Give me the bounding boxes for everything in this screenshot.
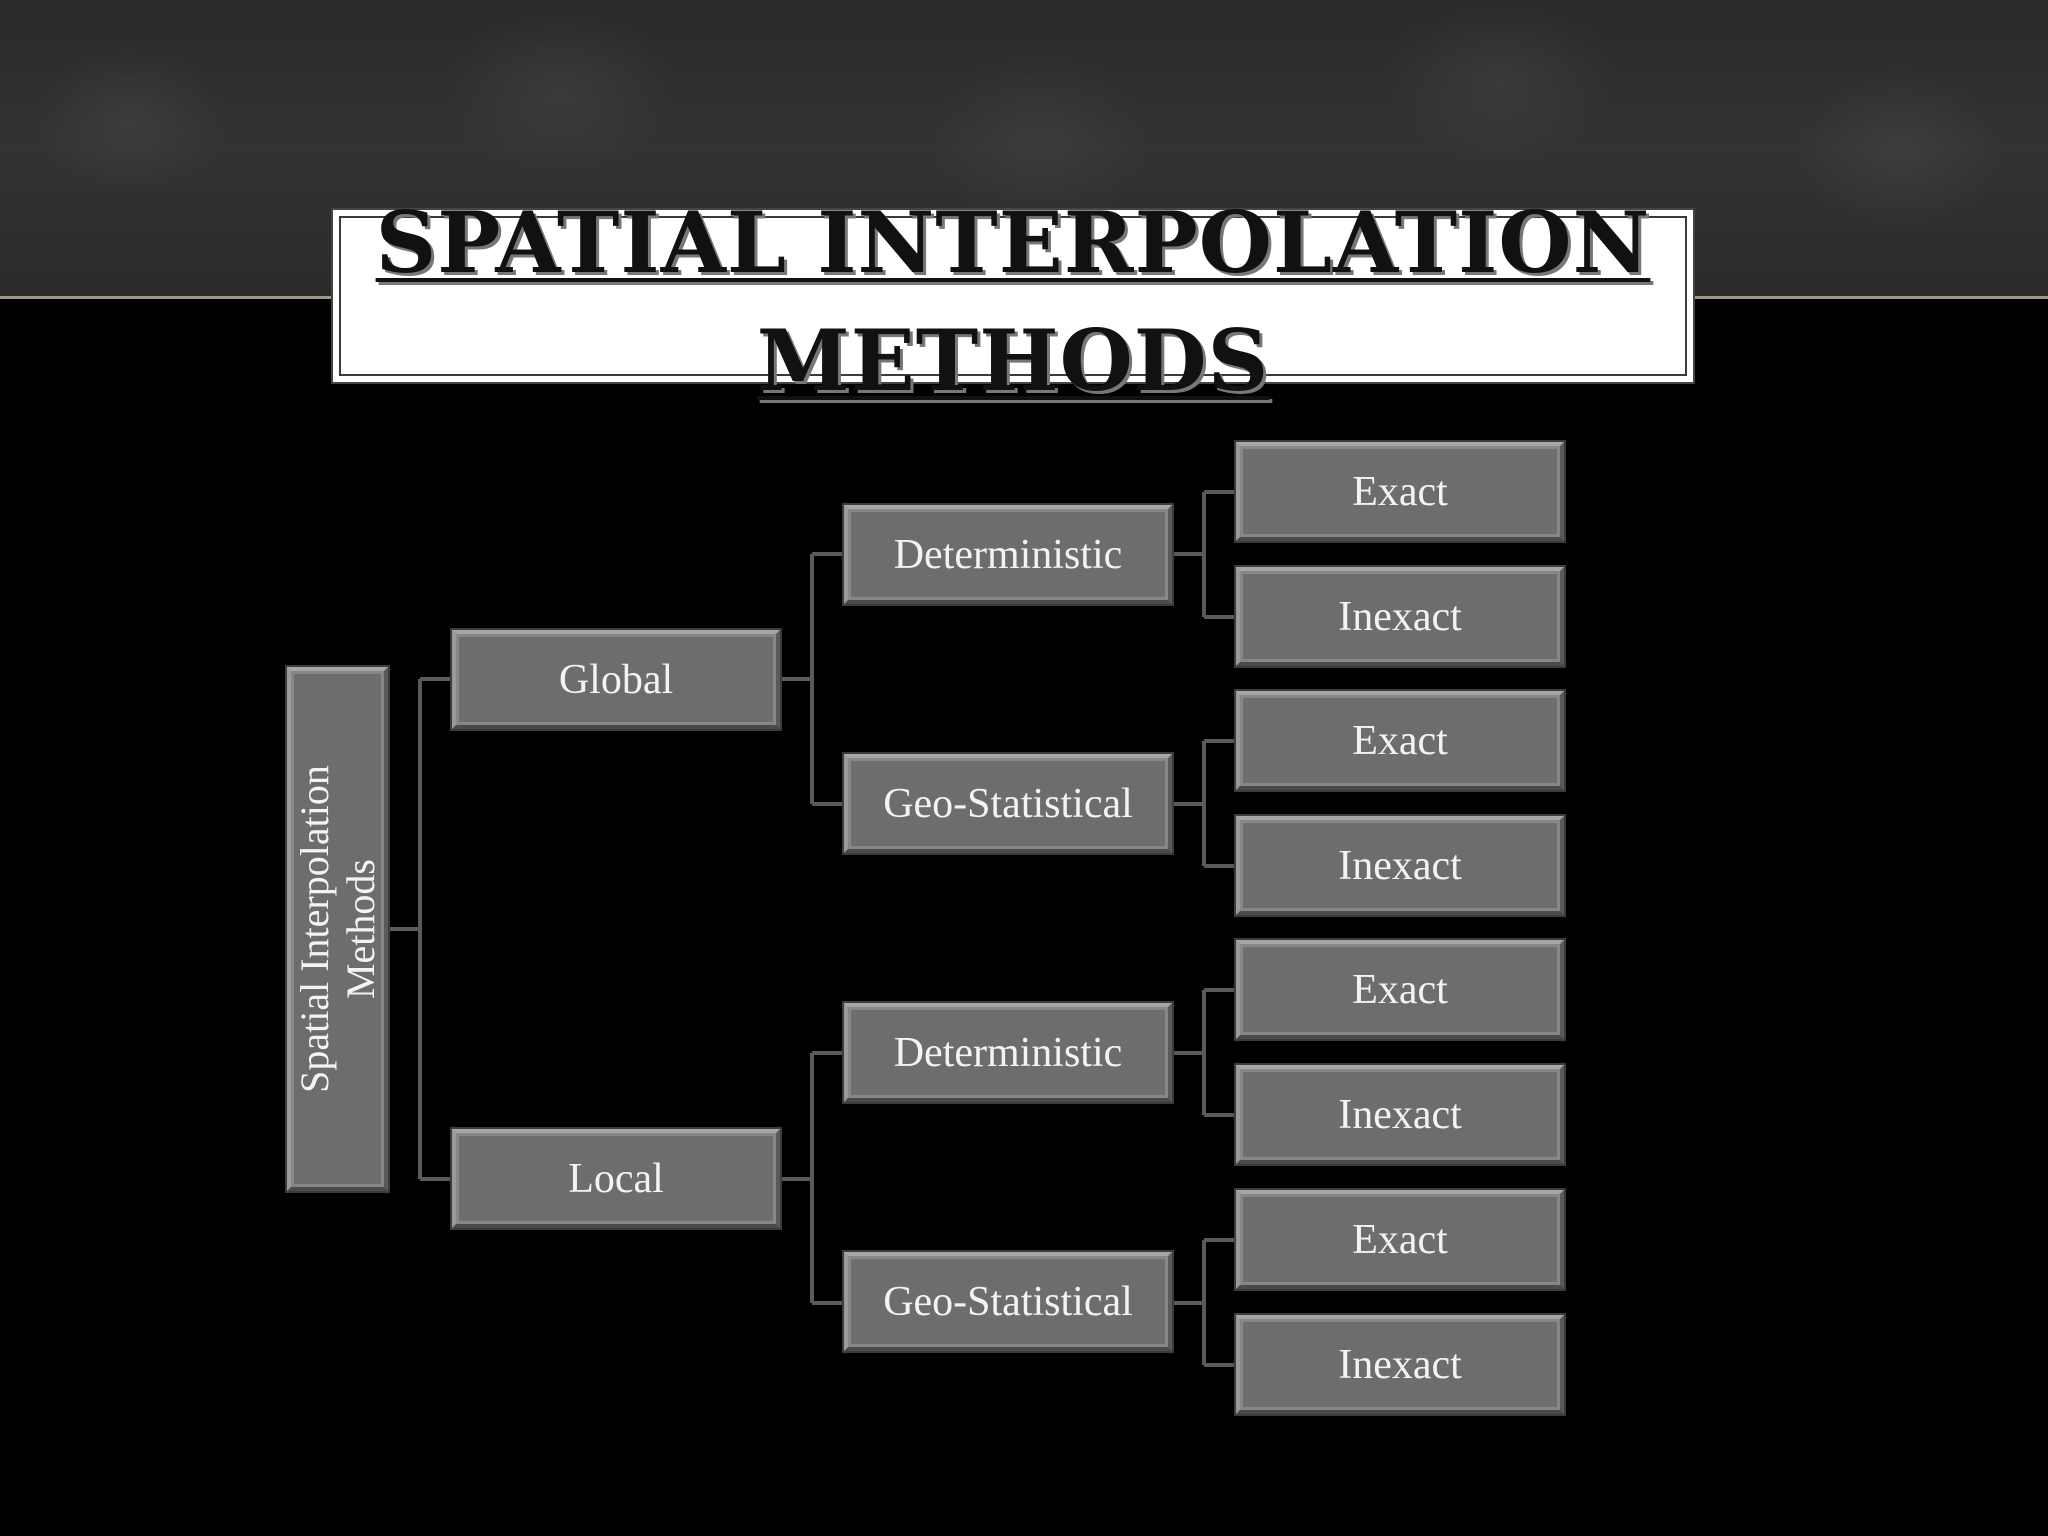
leaf-label: Inexact xyxy=(1338,1341,1462,1388)
root-label-line2: Methods xyxy=(337,859,383,1000)
title-box xyxy=(333,210,1693,382)
root-label-line1: Spatial Interpolation xyxy=(291,765,337,1093)
leaf-local-deterministic-exact: Exact xyxy=(1236,940,1564,1039)
node-local-deterministic: Deterministic xyxy=(844,1003,1172,1102)
connector-global-deterministic xyxy=(1172,490,1236,619)
node-local: Local xyxy=(452,1129,780,1228)
leaf-global-deterministic-exact: Exact xyxy=(1236,442,1564,541)
node-local-geostatistical-label: Geo-Statistical xyxy=(883,1278,1133,1325)
node-global-label: Global xyxy=(558,656,674,703)
node-global-deterministic: Deterministic xyxy=(844,505,1172,604)
connector-global xyxy=(780,552,844,806)
connector-local xyxy=(780,1051,844,1305)
leaf-local-deterministic-inexact: Inexact xyxy=(1236,1065,1564,1164)
connector-local-geostatistical xyxy=(1172,1238,1236,1367)
node-global-geostatistical: Geo-Statistical xyxy=(844,754,1172,853)
leaf-global-geostatistical-exact: Exact xyxy=(1236,691,1564,790)
slide-title-text: SPATIAL INTERPOLATION METHODS xyxy=(375,193,1651,410)
leaf-global-deterministic-inexact: Inexact xyxy=(1236,567,1564,666)
node-local-geostatistical: Geo-Statistical xyxy=(844,1252,1172,1351)
node-global: Global xyxy=(452,630,780,729)
node-global-deterministic-label: Deterministic xyxy=(893,531,1123,578)
leaf-local-geostatistical-exact: Exact xyxy=(1236,1190,1564,1289)
leaf-label: Inexact xyxy=(1338,842,1462,889)
node-local-label: Local xyxy=(568,1155,664,1202)
slide-title: SPATIAL INTERPOLATION METHODS xyxy=(333,184,1693,420)
node-local-deterministic-label: Deterministic xyxy=(893,1029,1123,1076)
leaf-label: Exact xyxy=(1352,966,1448,1013)
leaf-label: Exact xyxy=(1352,468,1448,515)
leaf-global-geostatistical-inexact: Inexact xyxy=(1236,816,1564,915)
root-node: Spatial Interpolation Methods xyxy=(287,667,388,1191)
leaf-label: Exact xyxy=(1352,717,1448,764)
leaf-local-geostatistical-inexact: Inexact xyxy=(1236,1315,1564,1414)
leaf-label: Inexact xyxy=(1338,1091,1462,1138)
connector-root xyxy=(388,677,452,1181)
leaf-label: Exact xyxy=(1352,1216,1448,1263)
connector-local-deterministic xyxy=(1172,988,1236,1117)
leaf-label: Inexact xyxy=(1338,593,1462,640)
root-label: Spatial Interpolation Methods xyxy=(292,765,384,1093)
connector-global-geostatistical xyxy=(1172,739,1236,868)
node-global-geostatistical-label: Geo-Statistical xyxy=(883,780,1133,827)
